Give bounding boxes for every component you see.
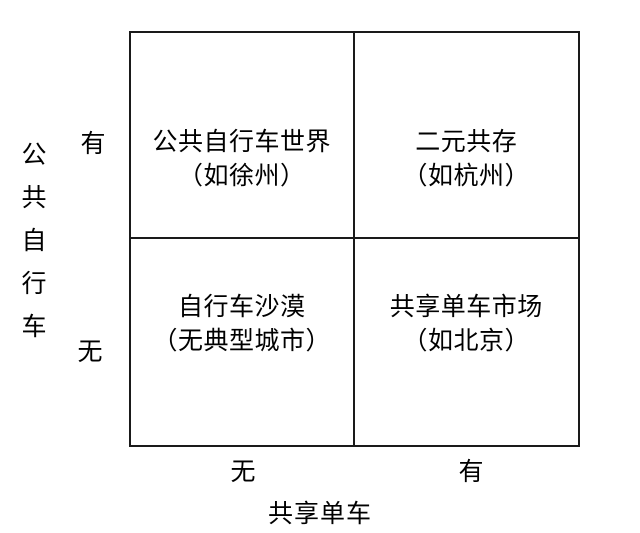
quadrant-top-left-example: （如徐州）: [177, 161, 306, 190]
quadrant-bottom-left-example: （无典型城市）: [152, 326, 331, 355]
quadrant-top-right-example: （如杭州）: [402, 161, 530, 190]
x-axis-tick-low: 无: [230, 457, 256, 486]
quadrant-matrix: 公共自行车世界 （如徐州） 二元共存 （如杭州） 自行车沙漠 （无典型城市） 共…: [129, 31, 580, 447]
y-axis-title: 公 共 自 行 车: [18, 133, 50, 348]
quadrant-top-right-title: 二元共存: [415, 126, 518, 156]
quadrant-bottom-right-text: 共享单车市场 （如北京）: [390, 290, 543, 359]
y-axis-title-char-4: 行: [21, 269, 47, 298]
y-axis-tick-low: 无: [77, 337, 103, 366]
quadrant-bottom-left-text: 自行车沙漠 （无典型城市）: [152, 290, 331, 359]
y-axis-tick-high: 有: [80, 129, 106, 158]
quadrant-bottom-right-title: 共享单车市场: [389, 291, 543, 321]
x-axis-title: 共享单车: [267, 499, 372, 528]
quadrant-top-left-text: 公共自行车世界 （如徐州）: [152, 125, 331, 194]
quadrant-top-left-title: 公共自行车世界: [152, 126, 331, 156]
y-axis-title-char-3: 自: [21, 226, 47, 255]
quadrant-bottom-right: 共享单车市场 （如北京）: [355, 239, 579, 445]
x-axis-tick-high: 有: [458, 457, 484, 486]
y-axis-title-char-5: 车: [21, 312, 47, 341]
y-axis-title-char-2: 共: [21, 183, 47, 212]
quadrant-bottom-left-title: 自行车沙漠: [177, 291, 306, 321]
quadrant-bottom-left: 自行车沙漠 （无典型城市）: [131, 239, 355, 445]
quadrant-top-left: 公共自行车世界 （如徐州）: [131, 33, 355, 239]
quadrant-bottom-right-example: （如北京）: [402, 326, 530, 355]
y-axis-title-char-1: 公: [21, 140, 47, 169]
quadrant-top-right-text: 二元共存 （如杭州）: [402, 125, 530, 194]
quadrant-top-right: 二元共存 （如杭州）: [354, 33, 578, 239]
